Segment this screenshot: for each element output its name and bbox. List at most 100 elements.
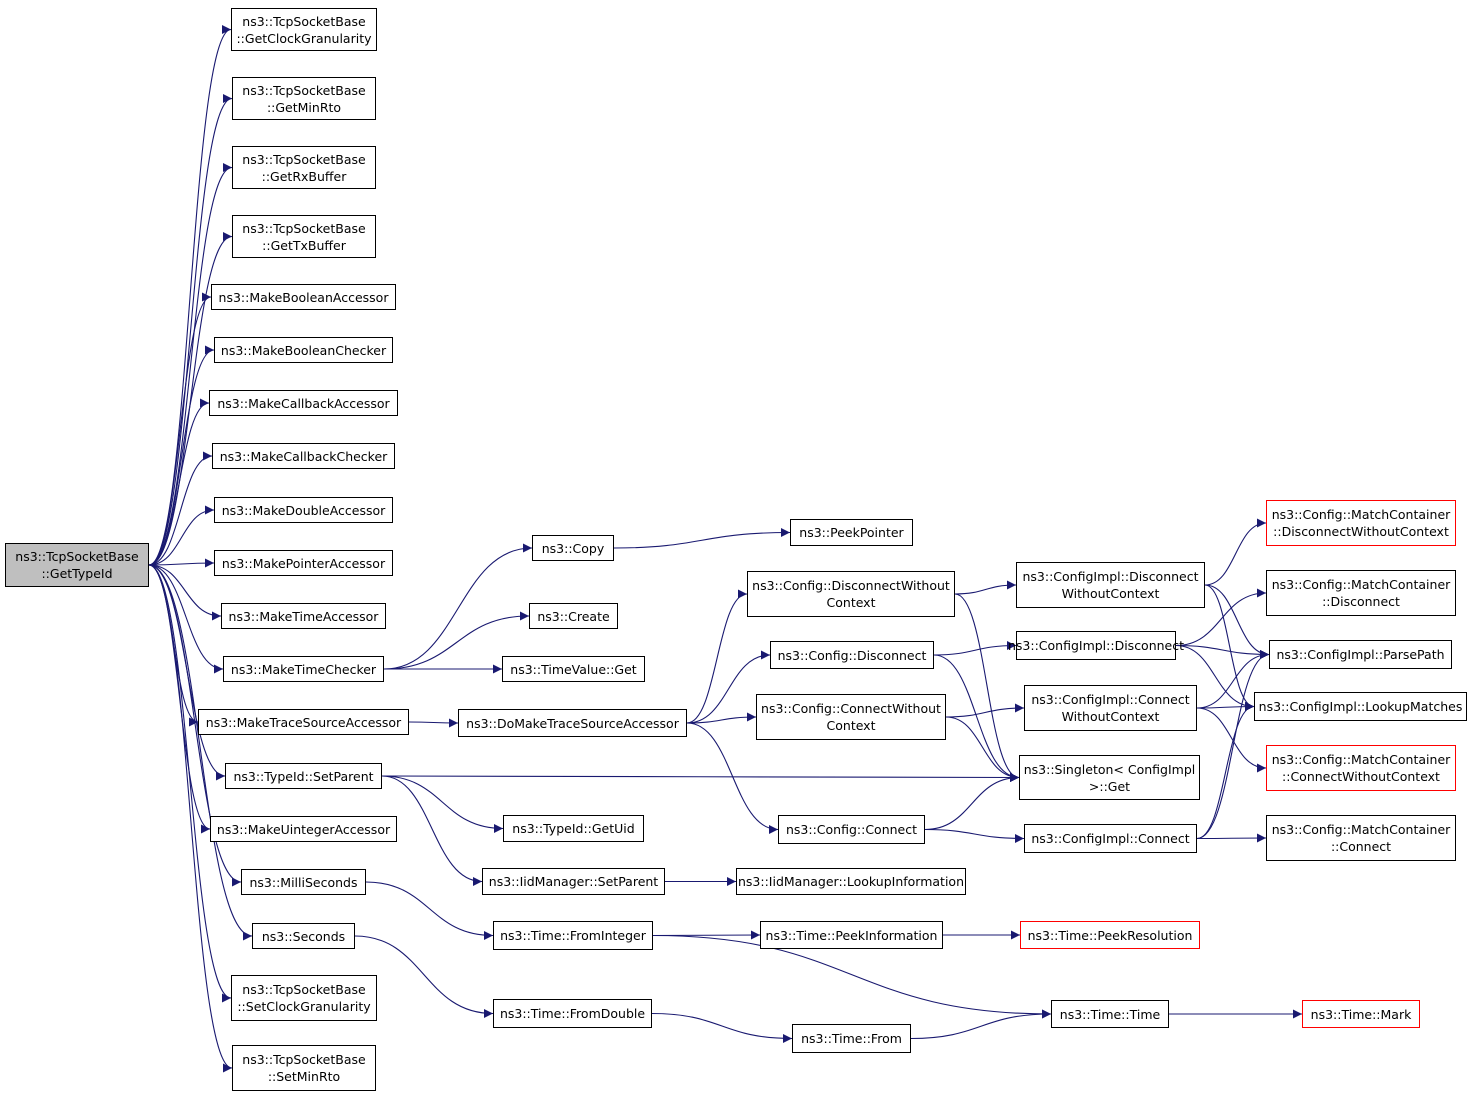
node-label: ns3::MakeBooleanChecker: [220, 342, 387, 358]
node-copy[interactable]: ns3::Copy: [532, 535, 614, 561]
node-label: ::SetClockGranularity: [237, 999, 371, 1014]
node-seconds[interactable]: ns3::Seconds: [252, 923, 355, 949]
node-label: ns3::Config::DisconnectWithout: [752, 578, 950, 593]
node-label: ns3::TcpSocketBase: [15, 549, 139, 564]
node-do-make-trace-source-accessor[interactable]: ns3::DoMakeTraceSourceAccessor: [458, 709, 687, 737]
node-make-pointer-accessor[interactable]: ns3::MakePointerAccessor: [214, 550, 393, 576]
edge-copy-to-peek_pointer: [613, 528, 791, 549]
edge-config_connect_without_context-to-impl_connect_without_context: [945, 703, 1025, 718]
node-label: ns3::Config::MatchContainer: [1271, 507, 1451, 522]
node-label: ns3::TcpSocketBase: [242, 220, 366, 236]
node-make-trace-source-accessor[interactable]: ns3::MakeTraceSourceAccessor: [198, 709, 409, 735]
edge-time_from-to-time_time: [910, 1009, 1052, 1040]
edge-config_connect_without_context-to-singleton_get: [945, 716, 1020, 782]
edge-config_connect-to-singleton_get: [924, 773, 1020, 831]
edge-config_disconnect_without_context-to-impl_disconnect_without_context: [954, 580, 1017, 595]
node-make-double-accessor[interactable]: ns3::MakeDoubleAccessor: [214, 497, 393, 523]
node-typeid-set-parent[interactable]: ns3::TypeId::SetParent: [225, 763, 382, 789]
node-label: ns3::Config::ConnectWithout: [761, 701, 941, 716]
node-typeid-get-uid[interactable]: ns3::TypeId::GetUid: [503, 815, 644, 842]
node-match-connect-without-context[interactable]: ns3::Config::MatchContainer::ConnectWith…: [1266, 745, 1456, 791]
node-time-from-integer[interactable]: ns3::Time::FromInteger: [493, 921, 653, 950]
edge-root-to-make_double_accessor: [148, 505, 215, 566]
node-label: ns3::MakeUintegerAccessor: [216, 821, 391, 837]
node-get-rx-buffer[interactable]: ns3::TcpSocketBase::GetRxBuffer: [232, 146, 376, 189]
node-get-clock-granularity[interactable]: ns3::TcpSocketBase::GetClockGranularity: [231, 8, 377, 51]
node-time-mark[interactable]: ns3::Time::Mark: [1302, 1000, 1420, 1028]
edge-time_from_double-to-time_from: [651, 1012, 793, 1043]
node-match-connect[interactable]: ns3::Config::MatchContainer::Connect: [1266, 815, 1456, 861]
edge-root-to-make_time_checker: [148, 564, 224, 674]
node-label: ns3::Time::PeekInformation: [765, 927, 938, 943]
node-timevalue-get[interactable]: ns3::TimeValue::Get: [502, 656, 645, 682]
node-time-from-double[interactable]: ns3::Time::FromDouble: [493, 999, 652, 1028]
node-match-disconnect[interactable]: ns3::Config::MatchContainer::Disconnect: [1266, 570, 1456, 616]
node-label: ns3::ConfigImpl::Connect: [1031, 692, 1190, 707]
node-label: ns3::IidManager::LookupInformation: [737, 874, 964, 889]
node-label: ::DisconnectWithoutContext: [1273, 524, 1449, 539]
node-impl-lookup-matches[interactable]: ns3::ConfigImpl::LookupMatches: [1254, 692, 1467, 721]
node-impl-connect[interactable]: ns3::ConfigImpl::Connect: [1024, 824, 1197, 853]
edge-root-to-get_clock_granularity: [148, 25, 232, 566]
node-peek-pointer[interactable]: ns3::PeekPointer: [790, 519, 913, 546]
node-label: ns3::Time::From: [801, 1031, 902, 1046]
node-label: ns3::Config::Connect: [785, 822, 918, 837]
node-impl-disconnect[interactable]: ns3::ConfigImpl::Disconnect: [1008, 631, 1184, 660]
node-make-time-accessor[interactable]: ns3::MakeTimeAccessor: [221, 603, 386, 629]
node-label: ns3::Copy: [541, 540, 605, 556]
node-create[interactable]: ns3::Create: [529, 603, 618, 629]
edge-time_from_integer-to-time_time: [652, 934, 1052, 1019]
node-set-clock-granularity[interactable]: ns3::TcpSocketBase::SetClockGranularity: [231, 975, 377, 1021]
node-make-boolean-accessor[interactable]: ns3::MakeBooleanAccessor: [211, 284, 396, 310]
node-impl-parse-path[interactable]: ns3::ConfigImpl::ParsePath: [1269, 640, 1452, 669]
edge-do_make_trace_source_accessor-to-config_disconnect: [686, 650, 771, 724]
node-match-disconnect-without-context[interactable]: ns3::Config::MatchContainer::DisconnectW…: [1266, 500, 1456, 546]
node-label: Context: [826, 718, 876, 733]
node-make-boolean-checker[interactable]: ns3::MakeBooleanChecker: [214, 337, 393, 363]
edge-impl_disconnect_without_context-to-match_disconnect_without_context: [1204, 518, 1267, 586]
node-label: WithoutContext: [1061, 586, 1160, 601]
node-label: WithoutContext: [1061, 709, 1160, 724]
node-make-callback-checker[interactable]: ns3::MakeCallbackChecker: [212, 443, 395, 469]
node-label: ns3::PeekPointer: [799, 525, 904, 540]
node-make-time-checker[interactable]: ns3::MakeTimeChecker: [223, 656, 384, 682]
node-make-callback-accessor[interactable]: ns3::MakeCallbackAccessor: [209, 390, 398, 416]
node-label: ns3::Singleton< ConfigImpl: [1023, 761, 1196, 777]
node-label: ns3::Config::MatchContainer: [1271, 822, 1451, 837]
node-time-time[interactable]: ns3::Time::Time: [1051, 1000, 1169, 1028]
node-label: ns3::TcpSocketBase: [242, 13, 366, 29]
node-iid-set-parent[interactable]: ns3::IidManager::SetParent: [482, 868, 665, 895]
node-iid-lookup-information[interactable]: ns3::IidManager::LookupInformation: [736, 868, 966, 895]
node-get-tx-buffer[interactable]: ns3::TcpSocketBase::GetTxBuffer: [232, 215, 376, 258]
edge-root-to-make_boolean_checker: [148, 345, 215, 566]
edge-milli_seconds-to-time_from_integer: [365, 881, 494, 940]
node-label: ns3::ConfigImpl::LookupMatches: [1258, 699, 1463, 714]
node-set-min-rto[interactable]: ns3::TcpSocketBase::SetMinRto: [232, 1045, 376, 1091]
node-make-uinteger-accessor[interactable]: ns3::MakeUintegerAccessor: [210, 816, 397, 842]
node-label: ::Disconnect: [1322, 594, 1400, 609]
node-label: ns3::Config::Disconnect: [777, 647, 927, 663]
edge-typeid_set_parent-to-singleton_get: [381, 772, 1020, 782]
node-label: ns3::Create: [537, 608, 610, 624]
edge-impl_disconnect_without_context-to-impl_lookup_matches: [1204, 584, 1255, 711]
node-config-connect[interactable]: ns3::Config::Connect: [778, 815, 925, 844]
edge-config_disconnect-to-singleton_get: [933, 654, 1020, 782]
edge-do_make_trace_source_accessor-to-config_connect: [686, 722, 779, 834]
node-label: ns3::TcpSocketBase: [242, 1052, 366, 1067]
node-get-min-rto[interactable]: ns3::TcpSocketBase::GetMinRto: [232, 77, 376, 120]
node-label: ns3::TcpSocketBase: [242, 982, 366, 997]
node-time-peek-resolution[interactable]: ns3::Time::PeekResolution: [1020, 921, 1200, 949]
node-time-peek-information[interactable]: ns3::Time::PeekInformation: [760, 921, 943, 949]
node-time-from[interactable]: ns3::Time::From: [792, 1024, 911, 1053]
edge-impl_connect-to-match_connect: [1196, 833, 1267, 843]
node-label: ns3::Time::FromInteger: [500, 928, 646, 943]
node-label: Context: [826, 595, 876, 610]
node-singleton-get[interactable]: ns3::Singleton< ConfigImpl>::Get: [1019, 755, 1200, 800]
node-milli-seconds[interactable]: ns3::MilliSeconds: [241, 869, 366, 895]
edge-root-to-set_min_rto: [148, 564, 233, 1073]
node-config-disconnect[interactable]: ns3::Config::Disconnect: [770, 641, 934, 669]
